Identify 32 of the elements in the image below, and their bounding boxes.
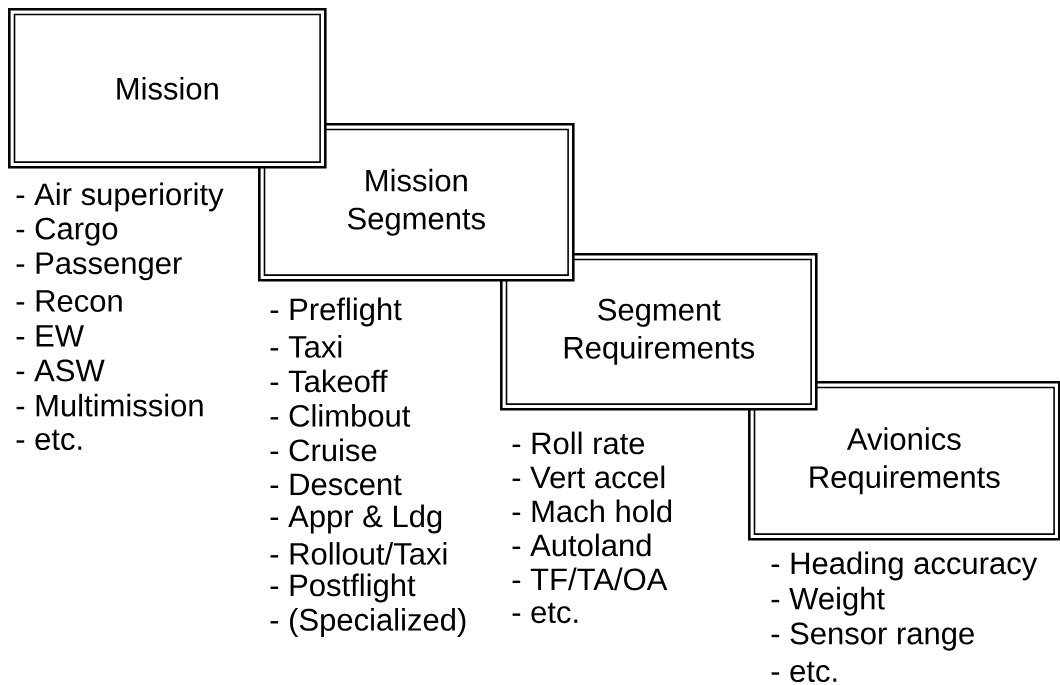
list-item: - etc. <box>512 602 578 624</box>
list-item: - Postflight <box>270 573 416 603</box>
list-item: - Multimission <box>16 393 203 417</box>
list-item: - Sensor range <box>771 622 974 651</box>
list-item: - Weight <box>771 586 885 616</box>
list-item: - (Specialized) <box>270 608 466 637</box>
list-item: - Descent <box>270 473 402 496</box>
list-item: - EW <box>16 325 84 347</box>
list-item: - Mach hold <box>512 499 672 523</box>
list-item: - Preflight <box>270 297 402 327</box>
list-item: - Autoland <box>512 533 651 557</box>
list-item: - etc. <box>771 661 837 683</box>
list-item: - Heading accuracy <box>771 551 1038 581</box>
list-item: - Roll rate <box>512 431 645 455</box>
list-item: - Vert accel <box>512 465 665 489</box>
list-item: - Recon <box>16 290 122 312</box>
list-item: - Rollout/Taxi <box>270 542 447 565</box>
list-item: - Air superiority <box>16 182 224 212</box>
list-item: - Cruise <box>270 438 377 462</box>
list-item: - Taxi <box>270 335 342 358</box>
list-item: - Passenger <box>16 252 182 281</box>
list-item: - Appr & Ldg <box>270 504 442 534</box>
double-bordered-box: Mission Segments <box>258 123 575 282</box>
double-bordered-box: Segment Requirements <box>500 253 818 411</box>
list-item: - Takeoff <box>270 369 388 393</box>
list-item: - etc. <box>16 429 82 451</box>
list-item: - Cargo <box>16 217 118 246</box>
double-bordered-box: Avionics Requirements <box>748 381 1060 541</box>
list-item: - TF/TA/OA <box>512 567 668 591</box>
list-item: - Climbout <box>270 404 411 427</box>
list-item: - ASW <box>16 359 105 382</box>
double-bordered-box: Mission <box>8 8 327 169</box>
